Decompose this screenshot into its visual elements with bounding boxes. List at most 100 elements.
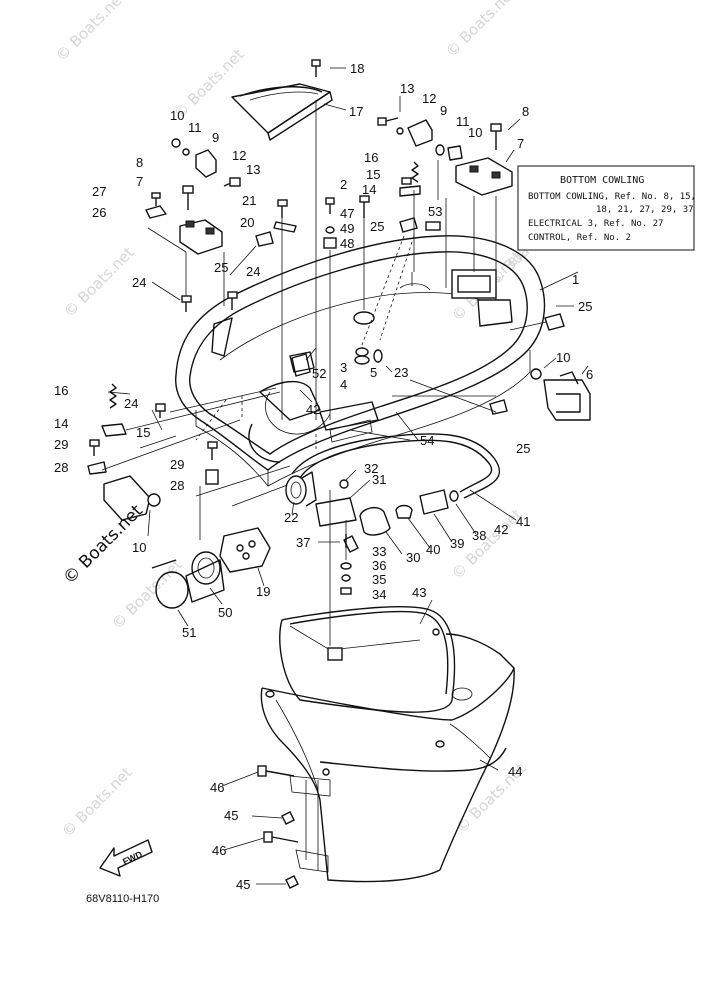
part-6-bracket: [530, 368, 591, 421]
callout-53: 53: [428, 204, 442, 219]
right-bracket-assembly: [377, 117, 513, 196]
watermark-text: © Boats.net: [442, 0, 520, 61]
callout-2: 2: [340, 177, 347, 192]
callout-11: 11: [188, 120, 202, 135]
callout-16: 16: [364, 150, 378, 165]
callout-42: 42: [494, 522, 508, 537]
spring-parts: [109, 161, 419, 409]
callout-7: 7: [517, 136, 524, 151]
callout-10: 10: [468, 125, 482, 140]
callout-22: 22: [284, 510, 298, 525]
callout-44: 44: [508, 764, 522, 779]
callout-18: 18: [350, 61, 364, 76]
leader-lines: [101, 100, 579, 870]
callout-19: 19: [256, 584, 270, 599]
callout-12: 12: [422, 91, 436, 106]
left-bracket-assembly: [145, 138, 241, 255]
callout-31: 31: [372, 472, 386, 487]
info-box-title: BOTTOM COWLING: [560, 175, 644, 186]
dashed-connections: [195, 235, 415, 450]
info-box: BOTTOM COWLING BOTTOM COWLING, Ref. No. …: [517, 165, 696, 251]
callout-43: 43: [412, 585, 426, 600]
callout-25: 25: [370, 219, 384, 234]
center-grommets: [291, 347, 383, 377]
callout-21: 21: [242, 193, 256, 208]
watermark-text: © Boats.net: [60, 243, 138, 321]
callout-14: 14: [54, 416, 68, 431]
callout-27: 27: [92, 184, 106, 199]
callout-25: 25: [214, 260, 228, 275]
info-box-line: 18, 21, 27, 29, 37: [596, 205, 694, 215]
callout-40: 40: [426, 542, 440, 557]
callout-11: 11: [456, 114, 470, 129]
callout-13: 13: [246, 162, 260, 177]
callout-28: 28: [170, 478, 184, 493]
callout-47: 47: [340, 206, 354, 221]
callout-45: 45: [236, 877, 250, 892]
callout-29: 29: [170, 457, 184, 472]
callout-20: 20: [240, 215, 254, 230]
callout-49: 49: [340, 221, 354, 236]
callout-37: 37: [296, 535, 310, 550]
hose-bracket: [248, 381, 379, 463]
info-box-line: CONTROL, Ref. No. 2: [528, 233, 631, 243]
callout-numbers: 18 17 13 12 9 11 10 8 7 16 15 14 2 47 49…: [54, 61, 593, 892]
callout-38: 38: [472, 528, 486, 543]
cable-grommet-group: [285, 433, 501, 595]
callout-ticks: [107, 67, 589, 885]
watermark-text: © Boats.net: [52, 0, 130, 65]
callout-52: 52: [312, 366, 326, 381]
watermark-layer: © Boats.net © Boats.net © Boats.net © Bo…: [52, 0, 564, 841]
callout-24: 24: [132, 275, 146, 290]
callout-30: 30: [406, 550, 420, 565]
callout-26: 26: [92, 205, 106, 220]
left-cable-assembly: [103, 475, 271, 609]
callout-12: 12: [232, 148, 246, 163]
callout-35: 35: [372, 572, 386, 587]
callout-41: 41: [516, 514, 530, 529]
callout-1: 1: [572, 272, 579, 287]
fasteners: [87, 177, 441, 485]
callout-4: 4: [340, 377, 347, 392]
callout-13: 13: [400, 81, 414, 96]
part-1-bottom-cowling: [175, 235, 546, 488]
callout-28: 28: [54, 460, 68, 475]
callout-10: 10: [556, 350, 570, 365]
callout-14: 14: [362, 182, 376, 197]
callout-8: 8: [522, 104, 529, 119]
callout-33: 33: [372, 544, 386, 559]
watermark-text: © Boats.net: [58, 763, 136, 841]
callout-3: 3: [340, 360, 347, 375]
callout-8: 8: [136, 155, 143, 170]
callout-9: 9: [212, 130, 219, 145]
callout-15: 15: [136, 425, 150, 440]
callout-46: 46: [210, 780, 224, 795]
lower-bolts: [257, 765, 299, 889]
callout-24: 24: [124, 396, 138, 411]
fwd-arrow-icon: FWD: [99, 839, 153, 877]
info-box-line: ELECTRICAL 3, Ref. No. 27: [528, 219, 663, 229]
callout-54: 54: [420, 433, 434, 448]
callout-36: 36: [372, 558, 386, 573]
callout-5: 5: [370, 365, 377, 380]
callout-50: 50: [218, 605, 232, 620]
callout-29: 29: [54, 437, 68, 452]
callout-7: 7: [136, 174, 143, 189]
callout-39: 39: [450, 536, 464, 551]
callout-17: 17: [349, 104, 363, 119]
callout-34: 34: [372, 587, 386, 602]
callout-42: 42: [306, 402, 320, 417]
callout-9: 9: [440, 103, 447, 118]
callout-45: 45: [224, 808, 238, 823]
info-box-line: BOTTOM COWLING, Ref. No. 8, 15,: [528, 192, 696, 202]
callout-25: 25: [578, 299, 592, 314]
watermark-text: © Boats.net: [108, 555, 186, 633]
callout-46: 46: [212, 843, 226, 858]
callout-51: 51: [182, 625, 196, 640]
part-code: 68V8110-H170: [86, 893, 159, 905]
callout-10: 10: [170, 108, 184, 123]
grommet-parts: [255, 217, 565, 415]
callout-16: 16: [54, 383, 68, 398]
callout-10: 10: [132, 540, 146, 555]
